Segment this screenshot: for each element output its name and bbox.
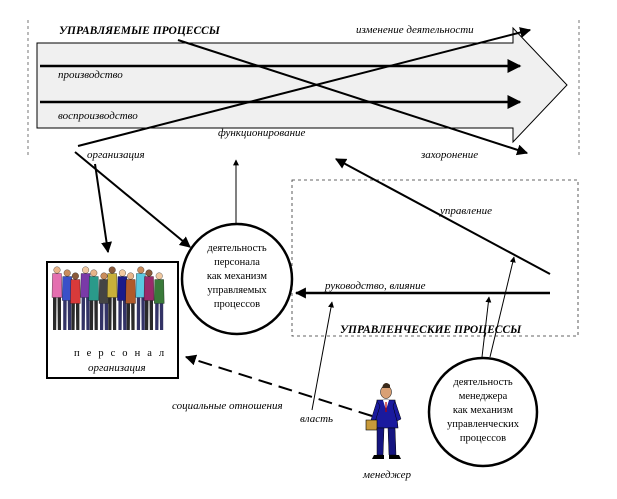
power-arrow <box>311 301 334 411</box>
person-legs <box>126 303 135 330</box>
person-head <box>118 269 126 277</box>
personnel-organization-label: организация <box>88 362 146 374</box>
svg-text:управленческих: управленческих <box>447 419 520 430</box>
person-body <box>154 279 165 304</box>
manager-to-leadership-arrow <box>481 296 492 358</box>
svg-text:как механизм: как механизм <box>207 271 268 282</box>
leadership-label: руководство, влияние <box>324 280 426 292</box>
manager-to-management-arrow <box>489 256 516 358</box>
managerial-processes-title: УПРАВЛЕНЧЕСКИЕ ПРОЦЕССЫ <box>340 324 522 336</box>
managed-processes-block-arrow <box>36 26 568 144</box>
person-head <box>63 269 71 277</box>
managerial-processes-box <box>291 179 579 337</box>
change-activity-arrow <box>77 27 532 147</box>
person-legs <box>136 297 145 330</box>
manager-label: менеджер <box>362 469 412 481</box>
person-head <box>137 266 145 274</box>
person-body <box>107 273 118 298</box>
personnel-group-picture <box>51 266 165 330</box>
organization-to-activity-arrow <box>74 151 191 248</box>
svg-text:деятельность: деятельность <box>453 377 512 388</box>
person-body <box>70 279 81 304</box>
power-label: власть <box>300 413 333 425</box>
svg-text:как механизм: как механизм <box>453 405 514 416</box>
person-head <box>71 272 79 280</box>
person-head <box>145 269 153 277</box>
person-head <box>90 269 98 277</box>
person-body <box>143 276 155 301</box>
svg-text:управляемых: управляемых <box>207 285 267 296</box>
manager-activity-text: деятельность менеджера как механизм упра… <box>447 377 520 444</box>
svg-text:персонала: персонала <box>214 257 260 268</box>
person-legs <box>108 297 117 330</box>
person-legs <box>63 300 72 330</box>
person-body <box>88 276 99 301</box>
svg-text:менеджера: менеджера <box>459 391 508 402</box>
person-legs <box>89 300 98 330</box>
person-head <box>108 266 116 274</box>
personnel-activity-circle <box>180 222 294 336</box>
management-label: управление <box>439 205 492 217</box>
person-legs <box>81 297 90 330</box>
organization-label: организация <box>87 149 145 161</box>
management-arrow <box>335 158 551 275</box>
manager-activity-circle <box>427 356 539 468</box>
person-legs <box>145 300 153 330</box>
person-head <box>155 272 163 280</box>
reproduction-label: воспроизводство <box>58 110 138 122</box>
burial-label: захоронение <box>420 149 478 161</box>
change-activity-label: изменение деятельности <box>356 24 474 36</box>
personnel-label: п е р с о н а л <box>74 348 166 359</box>
person-body <box>125 279 136 304</box>
managed-processes-title: УПРАВЛЯЕМЫЕ ПРОЦЕССЫ <box>59 25 221 37</box>
social-relations-arrow <box>184 354 373 417</box>
personnel-activity-text: деятельность персонала как механизм упра… <box>207 243 268 310</box>
person-legs <box>118 300 127 330</box>
person-head <box>100 272 108 280</box>
person-legs <box>71 303 80 330</box>
svg-text:процессов: процессов <box>214 299 260 310</box>
person-legs <box>53 297 61 330</box>
svg-text:деятельность: деятельность <box>207 243 266 254</box>
person-body <box>51 273 63 298</box>
person-legs <box>100 303 108 330</box>
functioning-label: функционирование <box>218 127 306 139</box>
person-legs <box>155 303 164 330</box>
organization-to-personnel-arrow <box>94 163 112 254</box>
social-relations-label: социальные отношения <box>172 400 283 412</box>
person-head <box>82 266 90 274</box>
burial-arrow <box>177 39 529 156</box>
production-label: производство <box>58 69 123 81</box>
person-head <box>127 272 135 280</box>
person-head <box>53 266 61 274</box>
svg-text:процессов: процессов <box>460 433 506 444</box>
manager-figure <box>365 383 402 459</box>
